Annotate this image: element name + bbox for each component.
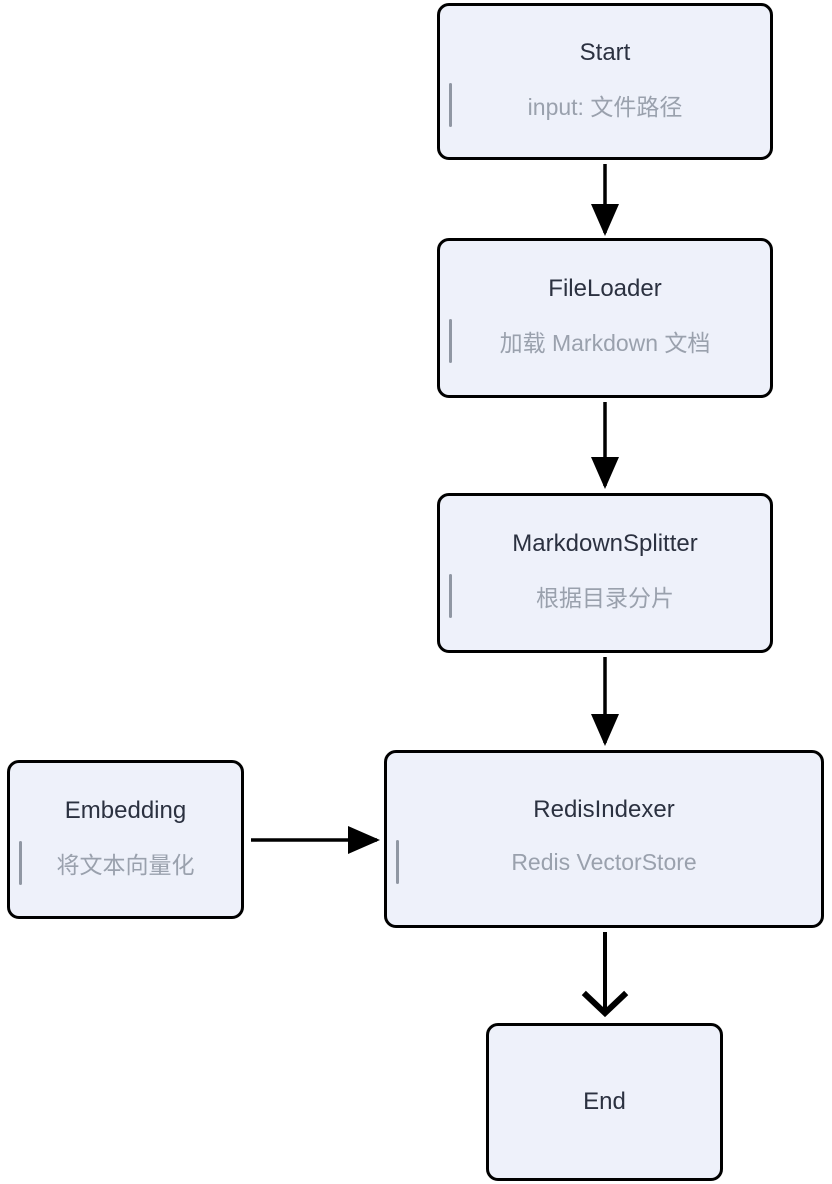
node-embedding-subtitle-row: 将文本向量化 [10,840,241,886]
quote-bar [449,319,452,363]
node-redisindexer: RedisIndexer Redis VectorStore [384,750,824,928]
node-start-title: Start [579,38,631,66]
node-redisindexer-title: RedisIndexer [533,796,675,823]
node-start-subtitle: input: 文件路径 [527,93,683,120]
node-start-subtitle-row: input: 文件路径 [440,82,770,128]
quote-bar [396,840,399,884]
node-fileloader-subtitle: 加载 Markdown 文档 [499,330,711,356]
node-markdownsplitter-subtitle: 根据目录分片 [536,585,674,611]
node-embedding-title: Embedding [64,796,187,824]
node-fileloader-subtitle-row: 加载 Markdown 文档 [440,318,770,364]
node-embedding-subtitle: 将文本向量化 [56,851,195,878]
node-fileloader-title: FileLoader [548,275,662,302]
edge-redisindexer-end [581,932,629,1018]
node-redisindexer-subtitle: Redis VectorStore [511,848,697,875]
node-fileloader: FileLoader 加载 Markdown 文档 [437,238,773,398]
node-redisindexer-subtitle-row: Redis VectorStore [387,839,821,885]
chevron-arrowhead-icon [581,990,629,1018]
node-markdownsplitter-title: MarkdownSplitter [512,530,698,557]
quote-bar [449,574,452,618]
quote-bar [19,840,22,885]
node-markdownsplitter: MarkdownSplitter 根据目录分片 [437,493,773,653]
node-end: End [486,1023,723,1181]
quote-bar [449,82,452,127]
node-start: Start input: 文件路径 [437,3,773,160]
node-end-title: End [583,1088,626,1115]
node-markdownsplitter-subtitle-row: 根据目录分片 [440,573,770,619]
node-embedding: Embedding 将文本向量化 [7,760,244,919]
